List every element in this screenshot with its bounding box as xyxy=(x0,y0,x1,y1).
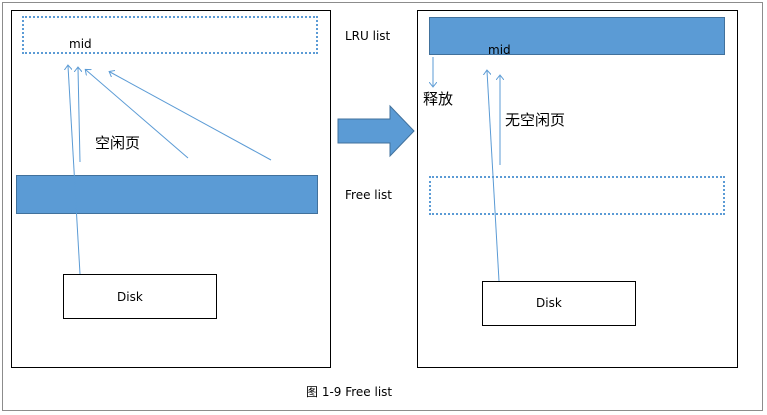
free-list-label: Free list xyxy=(345,188,392,202)
left-free-list-box xyxy=(16,175,318,214)
right-disk-label: Disk xyxy=(536,296,562,310)
left-lru-list-box xyxy=(22,16,318,54)
figure-caption: 图 1-9 Free list xyxy=(306,385,393,399)
no-free-pages-label: 无空闲页 xyxy=(505,111,566,129)
left-lru-mid-label: mid xyxy=(69,37,92,51)
left-disk-box xyxy=(63,274,217,319)
right-disk-box xyxy=(482,281,636,326)
right-lru-mid-label: mid xyxy=(488,43,511,57)
right-lru-list-box xyxy=(429,17,725,55)
lru-list-label: LRU list xyxy=(345,29,391,43)
release-label: 释放 xyxy=(423,90,454,108)
free-pages-label: 空闲页 xyxy=(95,134,141,152)
left-disk-label: Disk xyxy=(117,290,143,304)
right-free-list-box xyxy=(429,176,725,215)
figure-frame xyxy=(2,2,763,411)
